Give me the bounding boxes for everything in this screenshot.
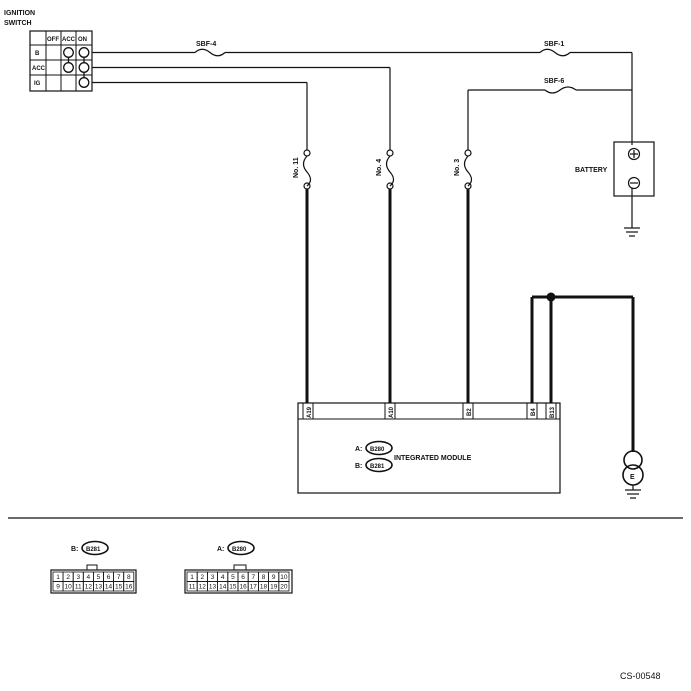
integrated-module: A19 A10 B2 B4 B13 A: B280 B: B281 INTEGR… [297, 402, 561, 494]
pin-number: 11 [189, 584, 196, 591]
pin-number: 13 [209, 584, 217, 591]
pin-number: 9 [56, 584, 60, 591]
pin-number: 3 [211, 574, 215, 581]
fuse-label-no3: No. 3 [454, 159, 461, 176]
pin-number: 17 [250, 584, 258, 591]
pin-number: 2 [66, 574, 70, 581]
battery-label: BATTERY [575, 167, 608, 174]
contact-acc-acc [63, 62, 74, 73]
terminal-b4: B4 [531, 408, 537, 416]
module-connector-a-prefix: A: [355, 446, 362, 453]
pin-number: 18 [260, 584, 268, 591]
terminal-a19: A19 [307, 406, 313, 418]
pin-number: 8 [262, 574, 266, 581]
pin-cell [278, 581, 290, 592]
fuse-label-sbf6: SBF-6 [544, 78, 564, 85]
pin-number: 6 [241, 574, 245, 581]
pin-number: 20 [280, 584, 288, 591]
pin-number: 1 [56, 574, 60, 581]
pin-number: 2 [200, 574, 204, 581]
module-connector-a-code: B280 [370, 447, 385, 453]
splice-dot [546, 292, 556, 302]
pin-number: 16 [239, 584, 247, 591]
pin-number: 19 [270, 584, 278, 591]
pin-number: 12 [85, 584, 93, 591]
pin-number: 10 [280, 574, 288, 581]
b280-prefix: A: [217, 546, 224, 553]
contact-b-acc [63, 47, 74, 58]
fuse-label-sbf1: SBF-1 [544, 41, 564, 48]
pin-number: 12 [199, 584, 207, 591]
ground-e: E [622, 450, 644, 499]
pin-number: 5 [97, 574, 101, 581]
pin-number: 14 [219, 584, 227, 591]
terminal-b13: B13 [550, 406, 556, 418]
contact-ig-on [78, 77, 90, 88]
col-header-off: OFF [47, 37, 59, 43]
pin-number: 16 [125, 584, 133, 591]
row-label-ig: IG [34, 81, 41, 87]
b280-code: B280 [232, 547, 247, 553]
figure-code: CS-00548 [620, 671, 661, 681]
inline-fuses [302, 149, 473, 190]
row-label-acc: ACC [32, 66, 46, 72]
ground-label: E [630, 474, 635, 481]
module-connector-b-code: B281 [370, 464, 385, 470]
pin-number: 1 [190, 574, 194, 581]
b281-prefix: B: [71, 546, 78, 553]
pin-number: 13 [95, 584, 103, 591]
module-connector-b-prefix: B: [355, 463, 362, 470]
pin-number: 9 [272, 574, 276, 581]
row-label-b: B [35, 51, 40, 57]
fuse-label-sbf4: SBF-4 [196, 41, 216, 48]
col-header-acc: ACC [62, 37, 76, 43]
pin-number: 5 [231, 574, 235, 581]
fuse-label-no4: No. 4 [376, 159, 383, 176]
col-header-on: ON [78, 37, 87, 43]
pin-number: 6 [107, 574, 111, 581]
ignition-switch: IGNITION SWITCH OFF ACC ON B ACC IG [4, 10, 93, 92]
pin-number: 15 [229, 584, 237, 591]
terminal-a10: A10 [389, 406, 395, 418]
pin-number: 4 [221, 574, 225, 581]
pin-number: 7 [251, 574, 255, 581]
pin-number: 4 [87, 574, 91, 581]
pin-number: 7 [117, 574, 121, 581]
module-name: INTEGRATED MODULE [394, 455, 472, 462]
contact-b-on [78, 47, 90, 58]
contact-acc-on [78, 62, 90, 73]
pin-number: 15 [115, 584, 123, 591]
b281-code: B281 [86, 547, 101, 553]
pin-number: 11 [75, 584, 82, 591]
pin-number: 10 [65, 584, 73, 591]
battery: BATTERY [575, 141, 655, 237]
terminal-b2: B2 [467, 408, 473, 416]
ignition-title-line1: IGNITION [4, 10, 35, 17]
thin-wires [92, 48, 633, 150]
fuse-label-no11: No. 11 [293, 157, 300, 178]
pin-cell [123, 581, 135, 592]
pin-number: 8 [127, 574, 131, 581]
pin-number: 3 [76, 574, 80, 581]
pin-number: 14 [105, 584, 113, 591]
ignition-title-line2: SWITCH [4, 20, 32, 27]
